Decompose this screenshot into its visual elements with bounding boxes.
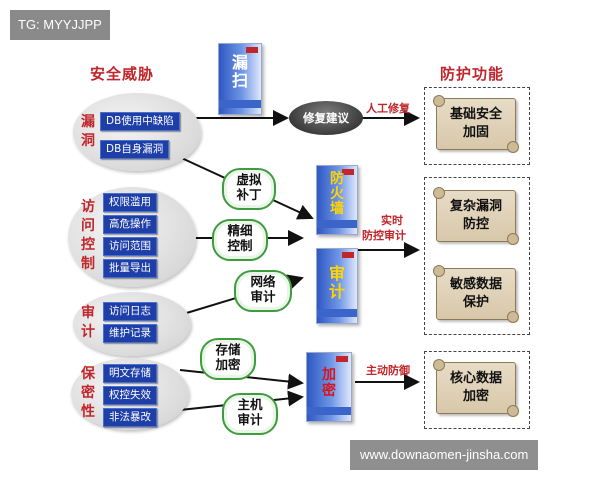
product-logo-icon [342, 169, 354, 175]
function-group-realtime [424, 177, 530, 335]
product-firewall-title: 防火墙 [330, 171, 344, 217]
product-vuln-scanner-title: 漏扫 [231, 53, 248, 90]
label-realtime: 实时 [381, 214, 403, 227]
function-core-data-encryption: 核心数据加密 [433, 359, 519, 417]
product-firewall: 防火墙 [316, 165, 358, 235]
label-realtime-audit: 防控审计 [362, 229, 406, 242]
product-logo-icon [342, 252, 354, 258]
label-active-defense: 主动防御 [366, 364, 410, 377]
tag-permission-failure: 权控失效 [103, 386, 157, 405]
category-access-control-label: 访问 控制 [81, 199, 95, 272]
label-manual-fix: 人工修复 [366, 102, 410, 115]
category-confidentiality-label: 保密性 [81, 366, 95, 420]
product-encryption: 加密 [306, 352, 352, 422]
cloud-host-audit: 主机审计 [222, 393, 278, 435]
product-logo-icon [246, 47, 258, 53]
tag-privilege-abuse: 权限滥用 [103, 193, 157, 212]
protection-header: 防护功能 [440, 65, 505, 83]
tag-high-risk-op: 高危操作 [103, 215, 157, 234]
repair-suggestion-node: 修复建议 [289, 101, 363, 135]
cloud-fine-control: 精细控制 [212, 219, 268, 261]
tag-bulk-export: 批量导出 [103, 259, 157, 278]
tag-illegal-tamper: 非法暴改 [103, 408, 157, 427]
function-sensitive-data: 敏感数据保护 [433, 265, 519, 323]
product-encryption-title: 加密 [322, 367, 336, 399]
watermark-bottom: www.downaomen-jinsha.com [350, 440, 539, 470]
function-group-basic [424, 87, 530, 165]
function-group-encryption [424, 351, 530, 429]
function-complex-vuln-control: 复杂漏洞防控 [433, 187, 519, 245]
product-auditor: 审计 [316, 248, 358, 324]
function-basic-hardening: 基础安全加固 [433, 95, 519, 153]
threats-header: 安全威胁 [90, 65, 155, 83]
cloud-storage-encryption: 存储加密 [200, 338, 256, 380]
category-vulnerability-label: 漏洞 [81, 114, 95, 149]
tag-maintenance-record: 维护记录 [103, 324, 157, 343]
tag-db-use-defect: DB使用中缺陷 [100, 112, 180, 131]
tag-access-scope: 访问范围 [103, 237, 157, 256]
watermark-top: TG: MYYJJPP [10, 10, 110, 40]
tag-plaintext-storage: 明文存储 [103, 364, 157, 383]
tag-access-log: 访问日志 [103, 302, 157, 321]
product-logo-icon [336, 356, 348, 362]
tag-db-self-vuln: DB自身漏洞 [100, 140, 170, 159]
cloud-virtual-patch: 虚拟补丁 [222, 168, 276, 210]
product-vuln-scanner: 漏扫 [218, 43, 262, 115]
product-auditor-title: 审计 [328, 264, 345, 301]
cloud-network-audit: 网络审计 [234, 270, 292, 312]
category-audit-label: 审计 [81, 305, 95, 340]
